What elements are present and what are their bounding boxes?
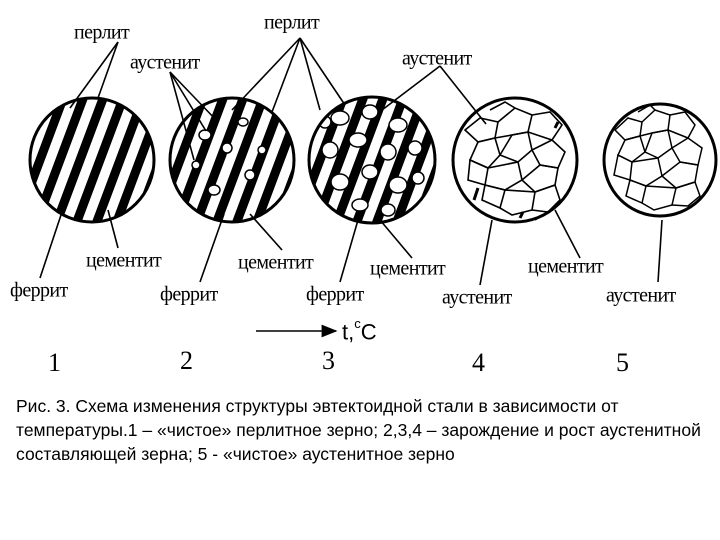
figure-caption: Рис. 3. Схема изменения структуры эвтект…: [16, 396, 701, 464]
leader-lines: [39, 37, 663, 286]
stage-number-3: 3: [322, 346, 335, 375]
label-cementite-2: цементит: [238, 250, 314, 274]
stage-number-4: 4: [472, 348, 485, 377]
diagram-drawing: [28, 37, 718, 338]
stage-number-2: 2: [180, 346, 193, 375]
grain-1-pearlite: [28, 96, 156, 224]
label-pearlite-1: перлит: [74, 20, 130, 44]
grain-3-growth: [307, 95, 437, 225]
label-cementite-4: цементит: [528, 254, 604, 278]
label-cementite-1: цементит: [86, 248, 162, 272]
diagram: перлит аустенит перлит аустенит цементит…: [10, 10, 718, 377]
label-cementite-3: цементит: [370, 256, 446, 280]
grain-2-nucleation: [168, 96, 296, 224]
label-ferrite-2: феррит: [160, 282, 218, 306]
label-austenite-4: аустенит: [402, 46, 472, 70]
stage-number-5: 5: [616, 348, 629, 377]
label-austenite-bottom-4: аустенит: [442, 285, 512, 309]
grain-4-austenite-growth: [451, 96, 579, 224]
label-pearlite-3: перлит: [264, 10, 320, 34]
label-ferrite-3: феррит: [306, 282, 364, 306]
label-austenite-2: аустенит: [130, 50, 200, 74]
label-ferrite-1: феррит: [10, 278, 68, 302]
temperature-label: t,сС: [342, 316, 377, 345]
grain-5-austenite: [602, 102, 718, 218]
label-austenite-bottom-5: аустенит: [606, 283, 676, 307]
stage-number-1: 1: [48, 348, 61, 377]
